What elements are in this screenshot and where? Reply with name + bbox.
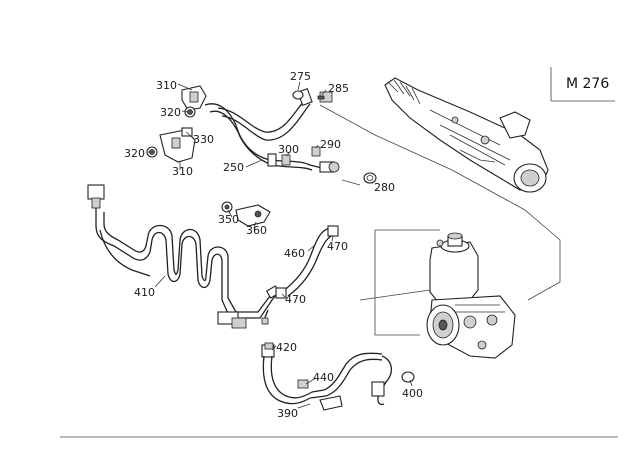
bracket-350 <box>235 204 271 227</box>
callout-290: 290 <box>320 138 341 151</box>
callout-labels: 310 320 330 320 310 250 275 285 290 300 … <box>124 70 423 420</box>
seal-400 <box>401 371 415 383</box>
bracket-310-upper <box>181 85 207 111</box>
clamp-420 <box>297 379 309 389</box>
model-label: M 276 <box>566 76 609 92</box>
reference-lines <box>319 104 561 336</box>
seal-ring-275 <box>292 90 304 100</box>
callout-470: 470 <box>327 240 348 253</box>
clamp-320-lower <box>146 146 158 158</box>
callout-470: 470 <box>285 293 306 306</box>
callout-280: 280 <box>374 181 395 194</box>
clamp-410 <box>264 342 274 350</box>
bracket-310-lower <box>159 127 196 163</box>
cooler-line-440 <box>87 184 281 329</box>
callout-300: 300 <box>278 143 299 156</box>
callout-350: 360 <box>246 224 267 237</box>
seal-ring-280 <box>363 172 377 184</box>
model-designation: M 276 <box>550 67 615 102</box>
return-hose-460 <box>275 225 339 299</box>
suction-hose-390 <box>261 344 392 411</box>
power-steering-pump <box>426 232 516 359</box>
clamp-320-upper <box>184 106 196 118</box>
bolt-290 <box>311 146 321 157</box>
callout-460: 460 <box>284 247 305 260</box>
callout-275: 275 <box>290 70 311 83</box>
callout-320: 320 <box>160 106 181 119</box>
callout-360: 350 <box>218 213 239 226</box>
callout-410: 420 <box>276 341 297 354</box>
callout-310: 310 <box>172 165 193 178</box>
pressure-hoses-250 <box>204 88 340 173</box>
callout-420: 440 <box>313 371 334 384</box>
callout-320: 320 <box>124 147 145 160</box>
callout-250: 250 <box>223 161 244 174</box>
callout-390: 390 <box>277 407 298 420</box>
callout-440: 410 <box>134 286 155 299</box>
callout-310: 310 <box>156 79 177 92</box>
steering-rack <box>384 77 549 193</box>
callout-400: 400 <box>402 387 423 400</box>
leader-lines <box>148 81 413 409</box>
hollow-bolt-285 <box>317 91 333 103</box>
callout-285: 285 <box>328 82 349 95</box>
nut-360 <box>221 201 233 213</box>
callout-330: 330 <box>193 133 214 146</box>
bolt-300 <box>281 154 291 166</box>
